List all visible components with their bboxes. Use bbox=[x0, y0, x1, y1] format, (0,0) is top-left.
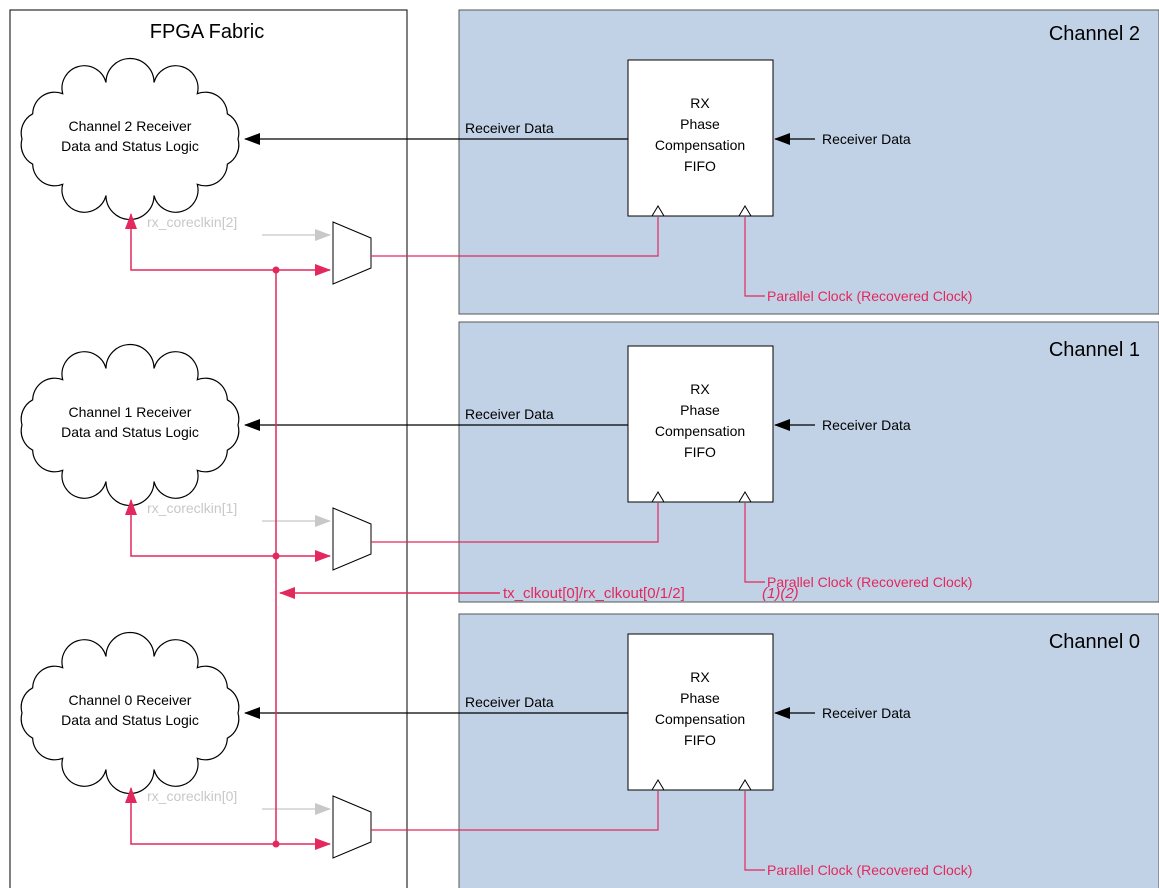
receiver-data-in-label: Receiver Data bbox=[822, 131, 911, 147]
fifo-label-line: RX bbox=[690, 381, 710, 397]
channel-box bbox=[458, 321, 1159, 603]
cloud-label-line2: Data and Status Logic bbox=[61, 424, 199, 440]
channel-title: Channel 1 bbox=[1049, 339, 1140, 361]
fifo-box bbox=[627, 633, 774, 791]
cloud-label-line2: Data and Status Logic bbox=[61, 138, 199, 154]
receiver-data-label: Receiver Data bbox=[465, 406, 554, 422]
receiver-data-in-label: Receiver Data bbox=[822, 417, 911, 433]
fifo-label-line: Compensation bbox=[655, 137, 745, 153]
parallel-clock-line bbox=[744, 217, 765, 297]
cloud-clock-feedback bbox=[125, 213, 276, 271]
receiver-data-label: Receiver Data bbox=[465, 120, 554, 136]
channel-title: Channel 2 bbox=[1049, 23, 1140, 45]
cloud-clock-feedback bbox=[125, 499, 276, 557]
clock-input-triangle bbox=[738, 779, 752, 791]
clock-mux bbox=[332, 507, 372, 571]
fifo-label-line: Compensation bbox=[655, 423, 745, 439]
cloud-label-line2: Data and Status Logic bbox=[61, 712, 199, 728]
clock-source-label: tx_clkout[0]/rx_clkout[0/1/2] bbox=[503, 585, 685, 602]
clock-input-triangle bbox=[651, 779, 665, 791]
clock-input-triangle bbox=[651, 205, 665, 217]
fifo-label-line: FIFO bbox=[684, 732, 716, 748]
parallel-clock-line bbox=[744, 503, 765, 583]
mux-output-clock bbox=[371, 503, 659, 543]
parallel-clock-label: Parallel Clock (Recovered Clock) bbox=[767, 862, 972, 878]
fifo-label-line: Compensation bbox=[655, 711, 745, 727]
parallel-clock-line bbox=[744, 791, 765, 871]
fifo-label-line: RX bbox=[690, 95, 710, 111]
fifo-label-line: Phase bbox=[680, 116, 720, 132]
coreclkin-label: rx_coreclkin[0] bbox=[147, 788, 237, 804]
fifo-label-line: Phase bbox=[680, 402, 720, 418]
mux-output-clock bbox=[371, 791, 659, 831]
clock-source-note: (1)(2) bbox=[762, 585, 799, 602]
logic-cloud bbox=[20, 631, 240, 795]
fifo-box bbox=[627, 59, 774, 217]
logic-cloud bbox=[20, 57, 240, 221]
clock-mux bbox=[332, 221, 372, 285]
fpga-fabric-title: FPGA Fabric bbox=[150, 21, 264, 43]
coreclkin-label: rx_coreclkin[1] bbox=[147, 500, 237, 516]
clock-input-triangle bbox=[738, 491, 752, 503]
cloud-label-line1: Channel 0 Receiver bbox=[69, 692, 192, 708]
fifo-box bbox=[627, 345, 774, 503]
parallel-clock-label: Parallel Clock (Recovered Clock) bbox=[767, 288, 972, 304]
fifo-label-line: Phase bbox=[680, 690, 720, 706]
receiver-data-in-label: Receiver Data bbox=[822, 705, 911, 721]
clock-input-triangle bbox=[651, 491, 665, 503]
cloud-label-line1: Channel 1 Receiver bbox=[69, 404, 192, 420]
mux-output-clock bbox=[371, 217, 659, 257]
fifo-label-line: FIFO bbox=[684, 444, 716, 460]
receiver-data-label: Receiver Data bbox=[465, 694, 554, 710]
cloud-label-line1: Channel 2 Receiver bbox=[69, 118, 192, 134]
fifo-label-line: FIFO bbox=[684, 158, 716, 174]
parallel-clock-label: Parallel Clock (Recovered Clock) bbox=[767, 574, 972, 590]
coreclkin-label: rx_coreclkin[2] bbox=[147, 214, 237, 230]
clock-input-triangle bbox=[738, 205, 752, 217]
clock-mux bbox=[332, 795, 372, 859]
channel-box bbox=[458, 613, 1159, 888]
fifo-label-line: RX bbox=[690, 669, 710, 685]
logic-cloud bbox=[20, 343, 240, 507]
cloud-clock-feedback bbox=[125, 787, 276, 845]
channel-box bbox=[458, 9, 1159, 315]
channel-title: Channel 0 bbox=[1049, 631, 1140, 653]
